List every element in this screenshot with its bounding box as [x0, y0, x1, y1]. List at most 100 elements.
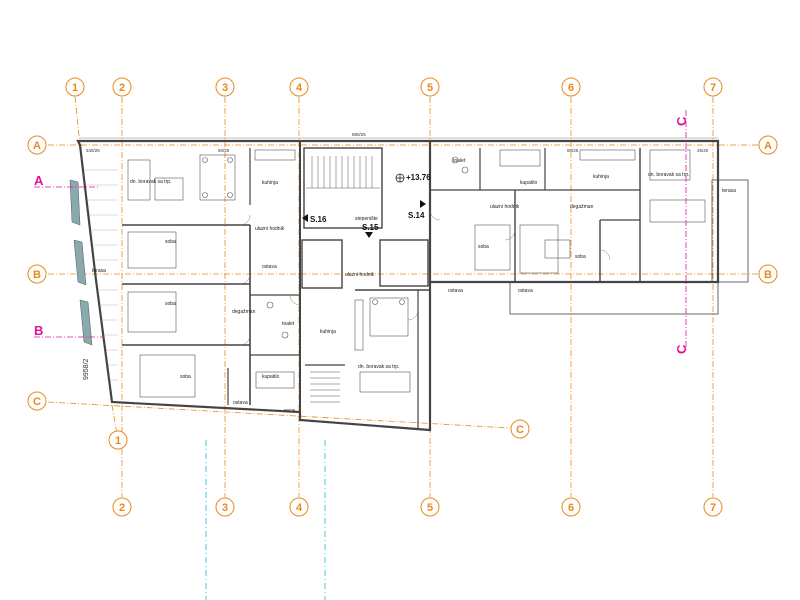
- tub-right: [499, 149, 541, 167]
- axis-label-7-bottom: 7: [710, 502, 716, 514]
- furniture: [127, 149, 706, 398]
- marker-s14: S.14: [408, 211, 425, 220]
- section-marks: A B C C: [34, 110, 689, 354]
- dining-right: [649, 149, 691, 181]
- section-c-label-bottom: C: [674, 344, 689, 354]
- axis-bubble-1-top: [65, 77, 85, 97]
- axis-bubble-a-left: [27, 135, 47, 155]
- axis-line-c: [47, 401, 511, 429]
- label-kuhinja-left: kuhinja: [262, 180, 278, 186]
- axis-bubble-a-right: [758, 135, 778, 155]
- outer-wall-right-block: [430, 139, 720, 284]
- bed-1: [127, 231, 177, 269]
- label-ulazni-hodnik-center: ulazni hodnik: [345, 272, 375, 278]
- axis-bubble-c-left: [27, 391, 47, 411]
- stair-core: [303, 147, 383, 229]
- elevator-shaft-right: [379, 239, 429, 287]
- axis-bubble-2-bottom: [112, 497, 132, 517]
- label-soba-right-2: soba: [575, 254, 586, 260]
- axis-bubble-1-bottom: [108, 430, 128, 450]
- axis-label-5-bottom: 5: [427, 502, 433, 514]
- marker-s16: S.16: [310, 215, 327, 224]
- kitchen-counter-left: [254, 149, 296, 161]
- axis-bubble-4-top: [289, 77, 309, 97]
- label-kuhinja-right: kuhinja: [593, 174, 609, 180]
- axis-line-1-bottom: [111, 404, 119, 441]
- axis-bubble-2-top: [112, 77, 132, 97]
- elevator-shaft: [301, 239, 343, 289]
- axis-label-c-left: C: [33, 396, 41, 408]
- table-left: [154, 177, 184, 201]
- marker-s15: S.15: [362, 223, 379, 232]
- axis-bubble-labels: 1 2 3 4 5 6 7 1 2 3 4 5 6 7 A A B B C C: [33, 82, 772, 514]
- label-soba-right-1: soba: [478, 244, 489, 250]
- label-terasa-left: terasa: [92, 268, 106, 274]
- dim-top-left: 340/25: [86, 148, 100, 153]
- dim-top-right: 60/25: [567, 148, 579, 153]
- axis-label-6-top: 6: [568, 82, 574, 94]
- label-kuhinja-center: kuhinja: [320, 329, 336, 335]
- axis-bubble-7-bottom: [703, 497, 723, 517]
- marker-s16-arrow: [302, 214, 308, 222]
- section-a-label: A: [34, 173, 44, 188]
- axis-label-4-top: 4: [296, 82, 303, 94]
- desk-right: [544, 239, 571, 259]
- label-kupatilo-left: kupatilo: [262, 374, 279, 380]
- label-boravak-center: dn. boravak sa trp.: [358, 364, 399, 370]
- terrace-left-hatch: [84, 169, 118, 381]
- label-soba-1: soba: [165, 239, 176, 245]
- axis-bubble-c-right: [510, 419, 530, 439]
- room-labels: dn. boravak sa trp. kuhinja soba soba so…: [92, 158, 736, 406]
- dim-left-side: 9958/2: [83, 358, 90, 380]
- markers: S.16 S.15 S.14 +13.76: [302, 173, 431, 238]
- label-ostava-left-1: ostava: [262, 264, 277, 270]
- kitchen-counter-center: [354, 299, 364, 351]
- axis-label-a-left: A: [33, 140, 41, 152]
- label-terasa-right: terasa: [722, 188, 736, 194]
- axis-label-4-bottom: 4: [296, 502, 303, 514]
- label-degaziman-left: degažman: [232, 309, 256, 315]
- dim-bottom-center: 80/25: [284, 408, 296, 413]
- axis-label-c-right: C: [516, 424, 524, 436]
- dim-top-seg: 60/25: [218, 148, 230, 153]
- dimension-labels: 880/25 340/25 60/25 60/25 25/40 80/25 99…: [80, 132, 718, 413]
- section-c-label-top: C: [674, 116, 689, 126]
- label-kupatilo-right: kupatilo: [520, 180, 537, 186]
- axis-bubbles: [27, 77, 778, 517]
- dining-left: [199, 154, 236, 201]
- axis-label-1-top: 1: [72, 82, 78, 94]
- axis-label-b-right: B: [764, 269, 772, 281]
- bed-2: [127, 291, 177, 333]
- axis-bubble-6-top: [561, 77, 581, 97]
- label-ulazni-hodnik-right: ulazni hodnik: [490, 204, 520, 210]
- balcony-right-strip: [509, 281, 719, 315]
- label-soba-3: soba: [180, 374, 191, 380]
- axis-label-5-top: 5: [427, 82, 433, 94]
- axis-bubble-5-top: [420, 77, 440, 97]
- bed-right-1: [519, 224, 559, 274]
- dim-top-far: 25/40: [697, 148, 709, 153]
- label-stepeniste: stepenište: [355, 216, 378, 222]
- bed-right-2: [474, 224, 511, 271]
- door-swings: [239, 209, 611, 346]
- axis-bubble-5-bottom: [420, 497, 440, 517]
- axis-bubble-3-bottom: [215, 497, 235, 517]
- tub-left: [255, 371, 295, 389]
- level-value: +13.76: [406, 173, 431, 182]
- axis-bubble-4-bottom: [289, 497, 309, 517]
- label-ostava-right: ostava: [518, 288, 533, 294]
- axis-label-3-bottom: 3: [222, 502, 228, 514]
- terrace-right-outline: [711, 179, 749, 283]
- axis-label-1-bottom: 1: [115, 435, 121, 447]
- label-boravak-left: dn. boravak sa trp.: [130, 179, 171, 185]
- dim-top-total: 880/25: [352, 132, 366, 137]
- dining-center: [369, 297, 409, 337]
- label-degaziman-right: degažman: [570, 204, 594, 210]
- label-toalet-right: toalet: [453, 158, 466, 164]
- marker-s14-arrow: [420, 200, 426, 208]
- axis-bubble-7-top: [703, 77, 723, 97]
- axis-line-1-top: [74, 96, 81, 146]
- facade-fins: [69, 179, 93, 346]
- label-ostava-center: ostava: [448, 288, 463, 294]
